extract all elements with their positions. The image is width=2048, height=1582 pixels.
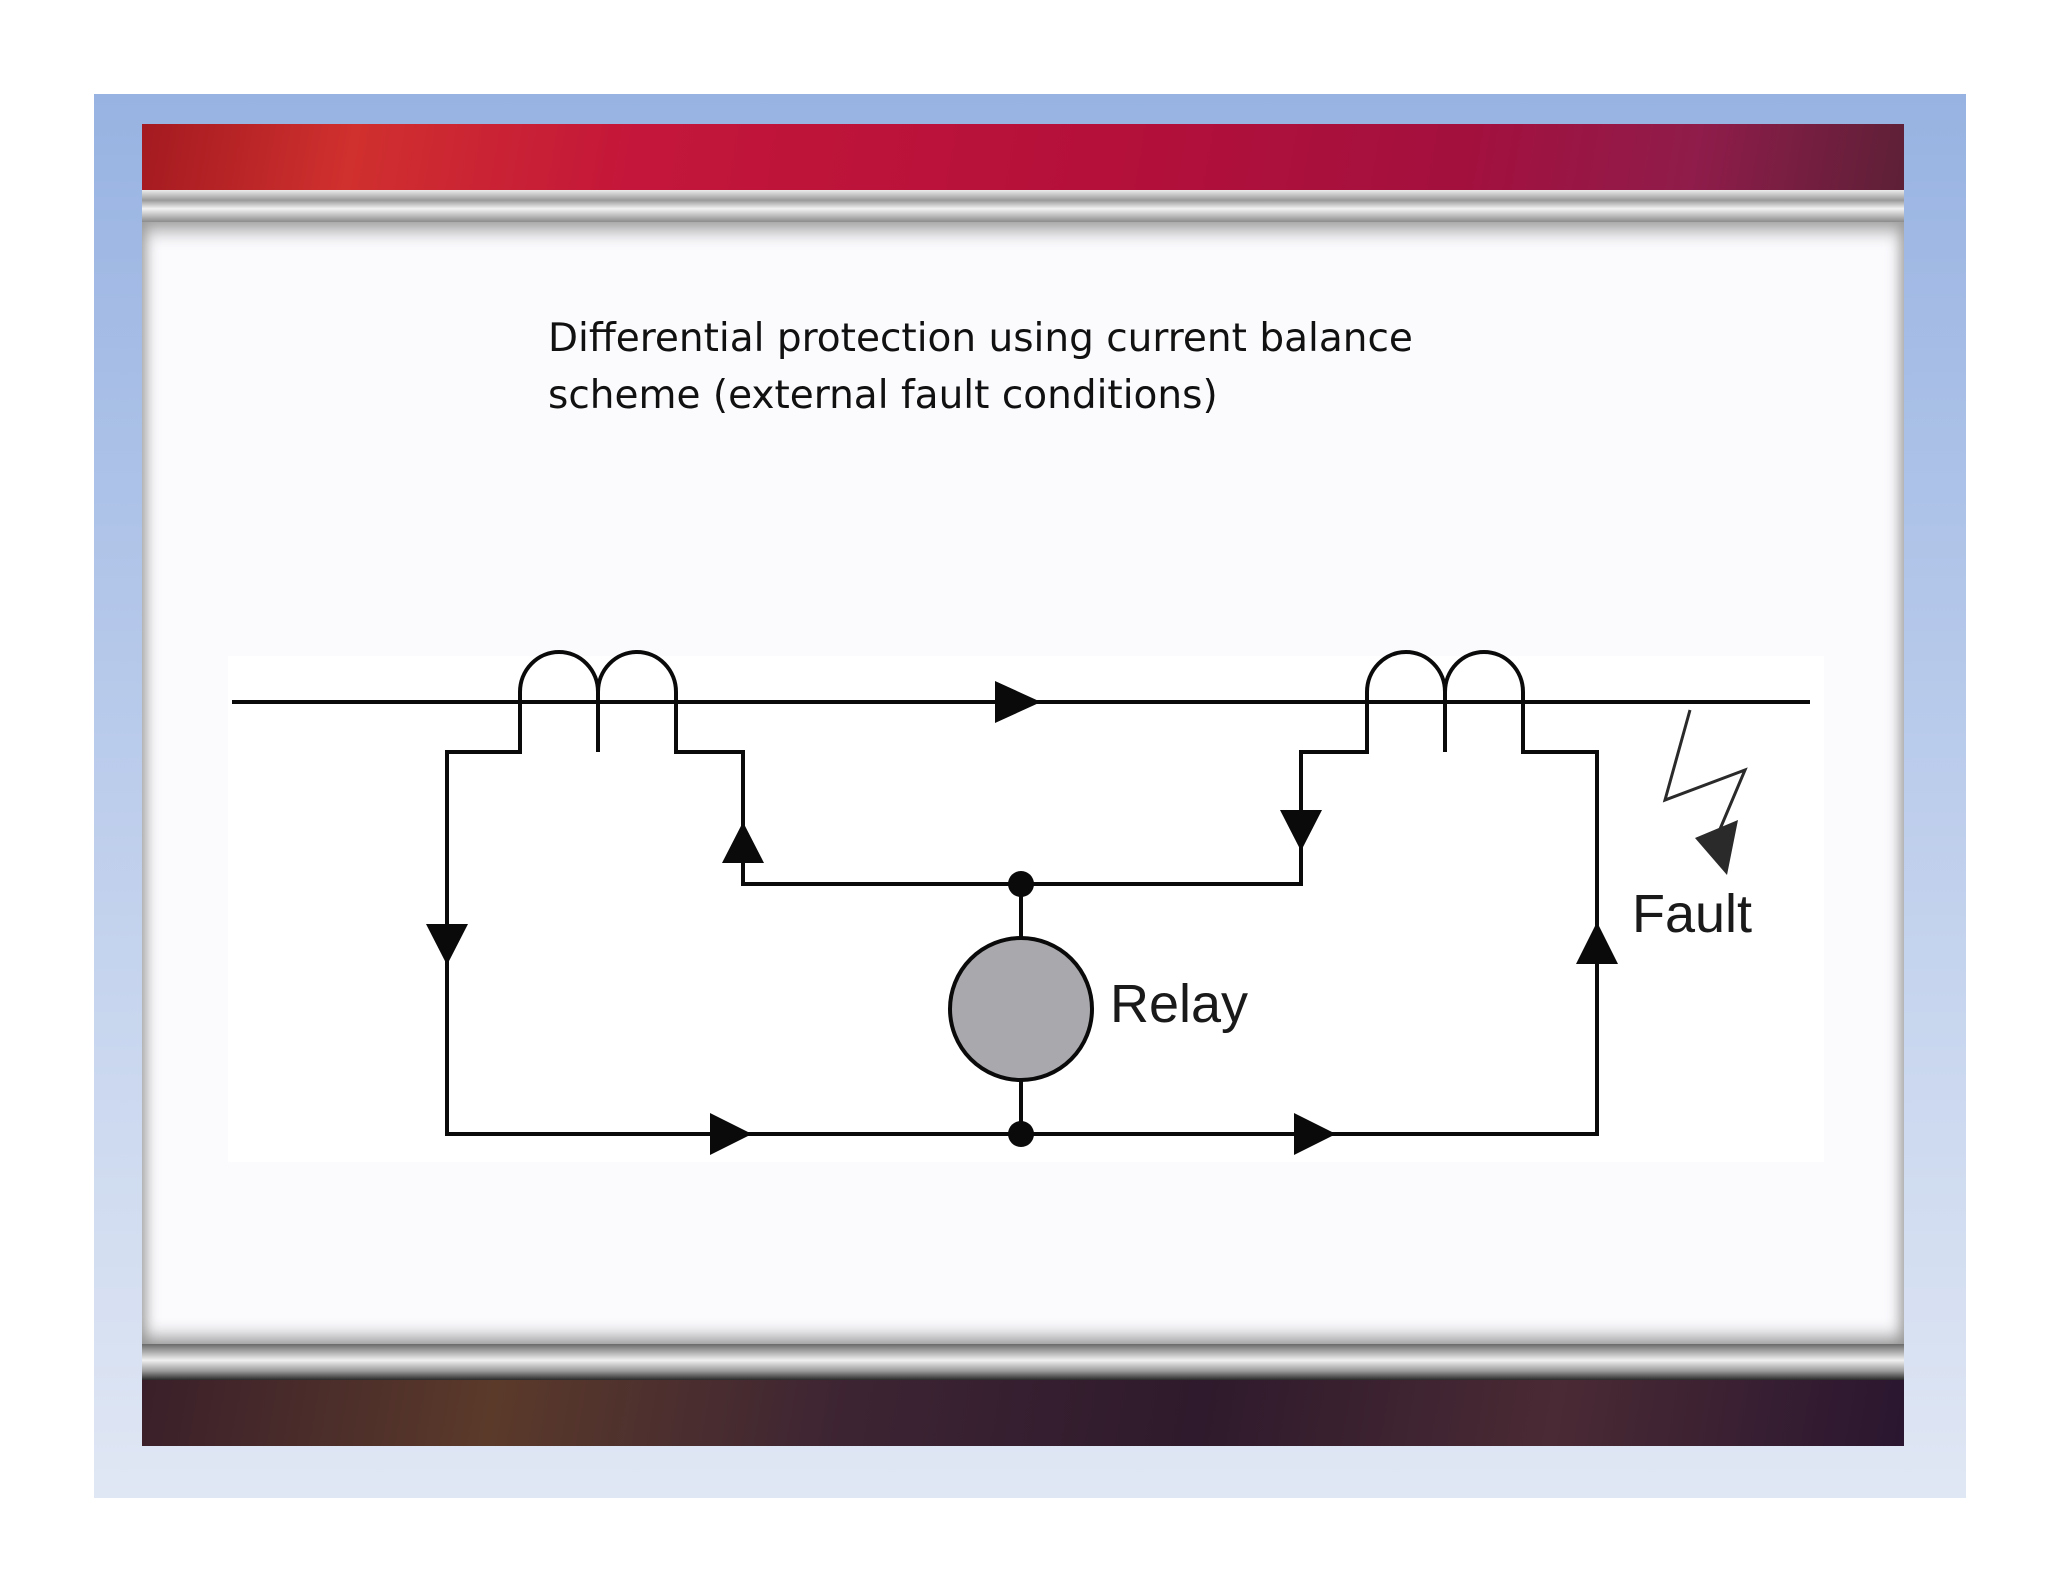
footer-band bbox=[142, 1380, 1904, 1446]
relay-label: Relay bbox=[1110, 974, 1248, 1034]
footer-bar bbox=[142, 1344, 1904, 1380]
right-outer-up-arrow-icon bbox=[1576, 922, 1618, 964]
left-inner-up-arrow-icon bbox=[722, 822, 764, 863]
junction-dot-bottom bbox=[1008, 1121, 1034, 1147]
header-bar bbox=[142, 190, 1904, 224]
slide-title: Differential protection using current ba… bbox=[548, 310, 1528, 424]
fault-arrowhead-icon bbox=[1695, 820, 1738, 875]
right-outer-lead bbox=[1021, 702, 1599, 1136]
relay-symbol bbox=[948, 936, 1094, 1082]
left-outer-down-arrow-icon bbox=[426, 924, 468, 965]
header-band bbox=[142, 124, 1904, 192]
right-inner-lead bbox=[1021, 702, 1369, 886]
bottom-right-right-arrow-icon bbox=[1294, 1113, 1336, 1155]
junction-dot-top bbox=[1008, 871, 1034, 897]
slide-title-line-1: Differential protection using current ba… bbox=[548, 316, 1413, 361]
slide-title-line-2: scheme (external fault conditions) bbox=[548, 373, 1218, 418]
fault-label: Fault bbox=[1632, 884, 1752, 944]
bottom-left-right-arrow-icon bbox=[710, 1113, 752, 1155]
left-outer-lead bbox=[445, 702, 1021, 1136]
right-inner-down-arrow-icon bbox=[1280, 810, 1322, 851]
left-inner-lead bbox=[674, 702, 1021, 886]
primary-current-arrow-icon bbox=[995, 681, 1041, 723]
fault-bolt-icon bbox=[1662, 709, 1748, 849]
